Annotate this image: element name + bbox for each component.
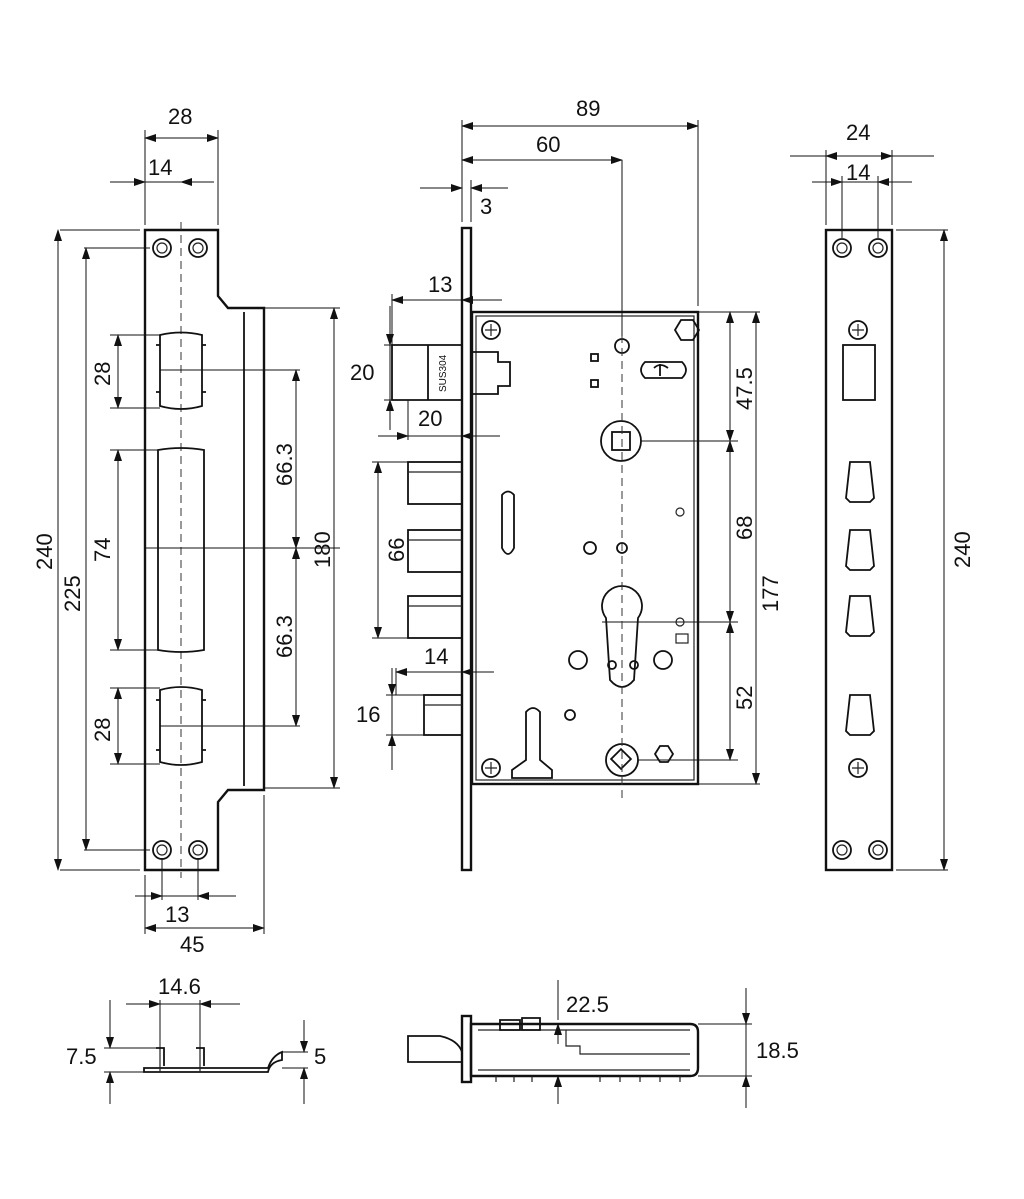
body-side-faceplate [460, 1014, 473, 1084]
dim-13-latch: 13 [428, 272, 452, 297]
screw-icon [481, 320, 501, 778]
strike-side-view: 14.6 7.5 5 [66, 974, 326, 1104]
dim-60: 60 [536, 132, 560, 157]
dim-225: 225 [60, 575, 85, 612]
strike-plate-view: 28 14 240 225 28 74 28 66.3 66.3 [32, 104, 340, 957]
dim-14-deadbolt: 14 [424, 644, 448, 669]
dim-240-left: 240 [32, 533, 57, 570]
dim-74: 74 [90, 538, 115, 562]
dim-14-6: 14.6 [158, 974, 201, 999]
bolt-hole-icon [152, 238, 208, 860]
dim-45: 45 [180, 932, 204, 957]
deadbolts [407, 461, 463, 736]
dim-13-bottom: 13 [165, 902, 189, 927]
dim-7-5: 7.5 [66, 1044, 97, 1069]
dim-3: 3 [480, 194, 492, 219]
lock-body-view: SUS304 [350, 96, 783, 872]
dim-14-faceplate: 14 [846, 160, 870, 185]
screw-icon [848, 320, 868, 778]
dim-66: 66 [384, 538, 409, 562]
dim-16-deadbolt: 16 [356, 702, 380, 727]
dim-28-top: 28 [168, 104, 192, 129]
dim-28-slot-bottom: 28 [90, 718, 115, 742]
dim-47-5: 47.5 [732, 367, 757, 410]
dim-52: 52 [732, 686, 757, 710]
strike-slot-bottom [156, 686, 206, 766]
faceplate-view: 24 14 240 [790, 120, 975, 872]
dim-5: 5 [314, 1044, 326, 1069]
cylinder-cutout [601, 585, 643, 688]
dim-180: 180 [310, 531, 335, 568]
body-side-case [469, 1022, 700, 1078]
dim-66-3-top: 66.3 [272, 443, 297, 486]
dim-14-top: 14 [148, 155, 172, 180]
dim-66-3-bottom: 66.3 [272, 615, 297, 658]
dim-28-slot-top: 28 [90, 362, 115, 386]
faceplate-outline [824, 228, 894, 872]
dim-22-5: 22.5 [566, 992, 609, 1017]
dim-177: 177 [758, 575, 783, 612]
lock-faceplate [460, 226, 473, 872]
strike-slot-middle [157, 447, 205, 653]
lock-case [470, 310, 700, 786]
strike-plate-outline [143, 228, 266, 872]
body-side-view: 22.5 18.5 [407, 980, 799, 1108]
dim-240-right: 240 [950, 531, 975, 568]
dim-68: 68 [732, 516, 757, 540]
dim-20-latch-width: 20 [418, 406, 442, 431]
dim-24: 24 [846, 120, 870, 145]
strike-slot-top [156, 331, 206, 410]
dim-20-latch-height: 20 [350, 360, 374, 385]
latch-stamp: SUS304 [438, 354, 449, 392]
latch-opening [842, 344, 876, 401]
strike-side-profile [143, 1050, 283, 1073]
bolt-hole-icon [832, 238, 888, 860]
dim-89: 89 [576, 96, 600, 121]
latch-bolt [391, 344, 463, 401]
dim-18-5: 18.5 [756, 1038, 799, 1063]
